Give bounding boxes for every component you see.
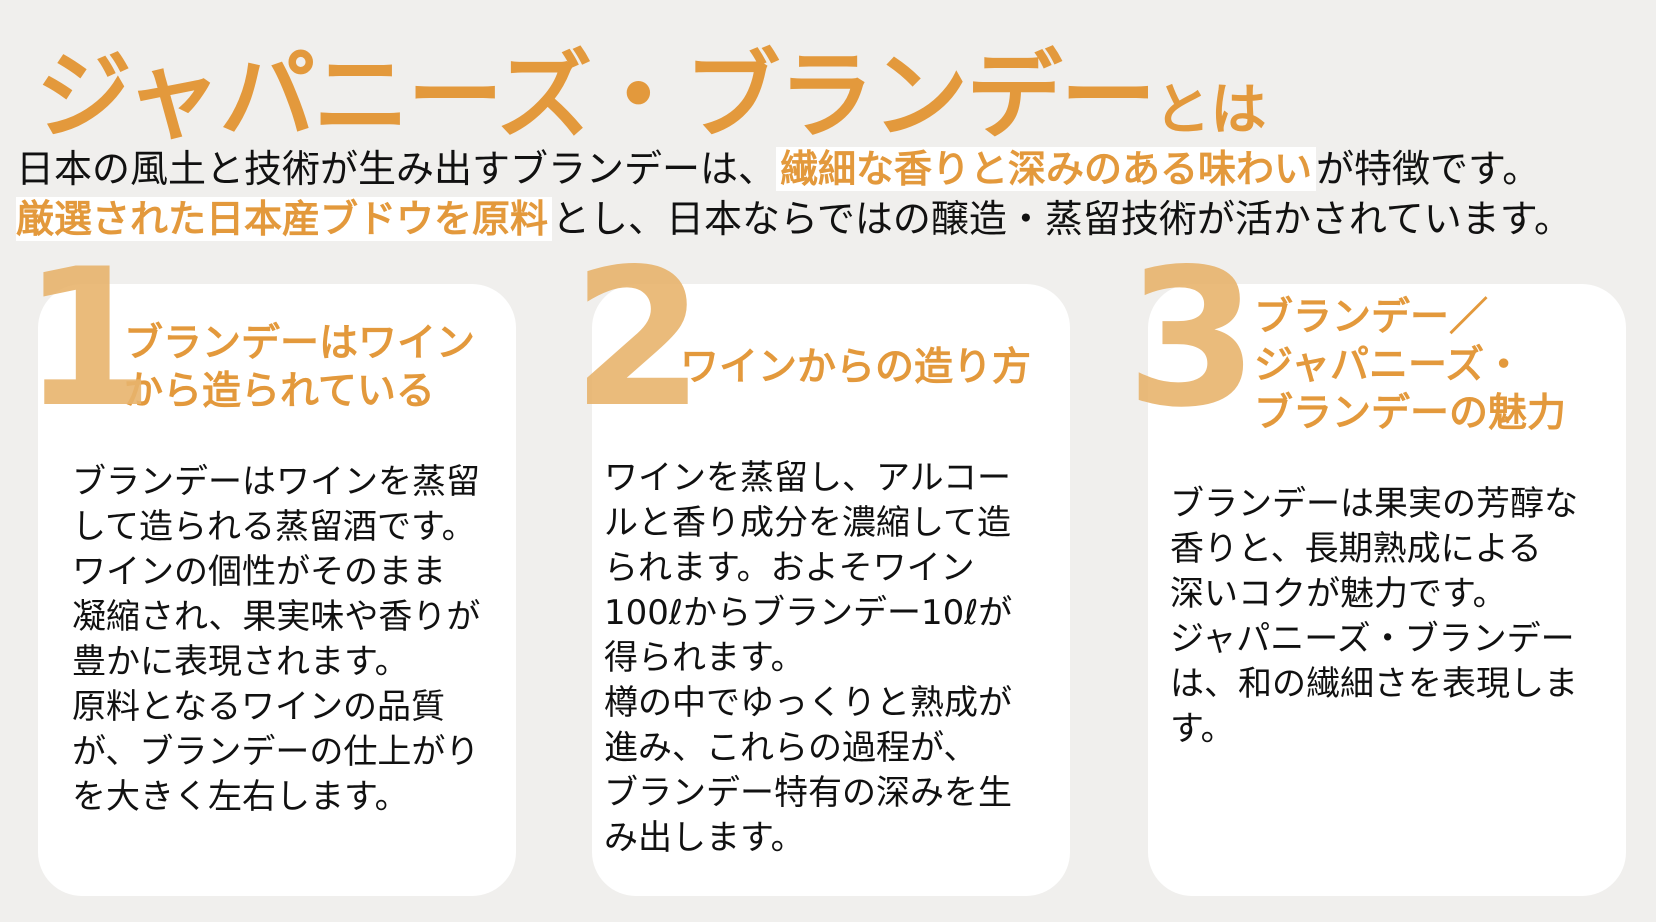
page-title-suffix: とは — [1154, 78, 1267, 143]
intro-line-1-start: 日本の風土と技術が生み出すブランデーは、 — [16, 147, 777, 191]
card-3-body: ブランデーは果実の芳醇な 香りと、長期熟成による 深いコクが魅力です。 ジャパニ… — [1170, 484, 1578, 749]
card-1-title: ブランデーはワイン から造られている — [124, 321, 476, 414]
intro-line-2-end: とし、日本ならではの醸造・蒸留技術が活かされています。 — [552, 197, 1572, 241]
card-3-number: 3 — [1126, 228, 1259, 449]
card-1: ブランデーはワイン から造られている ブランデーはワインを蒸留 して造られる蒸留… — [38, 284, 516, 896]
card-3-title: ブランデー／ ジャパニーズ・ ブランデーの魅力 — [1254, 295, 1567, 436]
card-2: ワインからの造り方 ワインを蒸留し、アルコー ルと香り成分を濃縮して造 られます… — [592, 284, 1070, 896]
card-1-number: 1 — [22, 228, 155, 449]
intro-line-1-end: が特徴です。 — [1316, 147, 1541, 191]
intro-highlight-2: 厳選された日本産ブドウを原料 — [16, 197, 553, 241]
card-3: ブランデー／ ジャパニーズ・ ブランデーの魅力 ブランデーは果実の芳醇な 香りと… — [1148, 284, 1626, 896]
page-title-main: ジャパニーズ・ブランデー — [36, 40, 1156, 152]
intro-line-1: 日本の風土と技術が生み出すブランデーは、繊細な香りと深みのある味わいが特徴です。 — [16, 144, 1646, 194]
card-2-body: ワインを蒸留し、アルコー ルと香り成分を濃縮して造 られます。およそワイン 10… — [604, 458, 1013, 858]
card-1-body: ブランデーはワインを蒸留 して造られる蒸留酒です。 ワインの個性がそのまま 凝縮… — [72, 462, 481, 817]
intro-highlight-1: 繊細な香りと深みのある味わい — [776, 147, 1317, 191]
card-2-number: 2 — [572, 228, 705, 449]
intro-text: 日本の風土と技術が生み出すブランデーは、繊細な香りと深みのある味わいが特徴です。… — [16, 144, 1646, 244]
intro-line-2: 厳選された日本産ブドウを原料とし、日本ならではの醸造・蒸留技術が活かされています… — [16, 194, 1646, 244]
page-title: ジャパニーズ・ブランデーとは — [36, 18, 1266, 157]
card-2-title: ワインからの造り方 — [680, 345, 1032, 390]
